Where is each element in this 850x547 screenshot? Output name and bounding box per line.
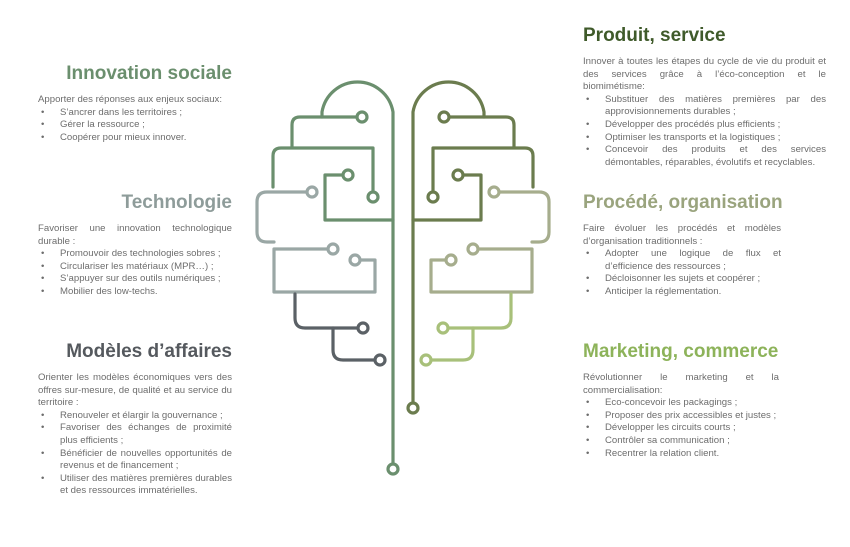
section-title: Procédé, organisation [583, 192, 783, 213]
brain-right-lower-circuits [419, 292, 513, 367]
brain-right-upper-circuits [406, 80, 535, 415]
list-item: Circulariser les matériaux (MPR…) ; [38, 261, 232, 274]
list-item: Bénéficier de nouvelles opportunités de … [38, 448, 232, 473]
section-list: Substituer des matières premières par de… [583, 94, 826, 170]
section-title: Technologie [121, 192, 232, 213]
section-list: S’ancrer dans les territoires ; Gérer la… [38, 107, 232, 145]
section-title: Produit, service [583, 25, 726, 46]
list-item: Décloisonner les sujets et coopérer ; [583, 273, 781, 286]
section-title: Marketing, commerce [583, 341, 779, 362]
section-list: Renouveler et élargir la gouvernance ; F… [38, 410, 232, 498]
list-item: Développer des procédés plus efficients … [583, 119, 826, 132]
list-item: Proposer des prix accessibles et justes … [583, 410, 779, 423]
list-item: Gérer la ressource ; [38, 119, 232, 132]
section-intro: Favoriser une innovation technologique d… [38, 223, 232, 247]
section-intro: Innover à toutes les étapes du cycle de … [583, 56, 826, 93]
brain-left-hemisphere [255, 80, 400, 476]
list-item: Favoriser des échanges de proximité plus… [38, 422, 232, 447]
section-list: Eco-concevoir les packagings ; Proposer … [583, 397, 779, 460]
list-item: Optimiser les transports et la logistiqu… [583, 132, 826, 145]
section-list: Promouvoir des technologies sobres ; Cir… [38, 248, 232, 298]
list-item: Anticiper la réglementation. [583, 286, 781, 299]
list-item: Coopérer pour mieux innover. [38, 132, 232, 145]
section-technologie: Technologie Favoriser une innovation tec… [38, 191, 232, 299]
section-intro: Apporter des réponses aux enjeux sociaux… [38, 94, 222, 105]
list-item: Eco-concevoir les packagings ; [583, 397, 779, 410]
list-item: S’ancrer dans les territoires ; [38, 107, 232, 120]
section-intro: Révolutionner le marketing et la commerc… [583, 372, 779, 396]
list-item: Renouveler et élargir la gouvernance ; [38, 410, 232, 423]
list-item: Mobilier des low-techs. [38, 286, 232, 299]
section-title: Modèles d’affaires [66, 341, 232, 362]
section-title: Innovation sociale [66, 63, 232, 84]
section-innovation-sociale: Innovation sociale Apporter des réponses… [38, 62, 232, 144]
brain-left-middle-circuits [255, 185, 377, 294]
list-item: Contrôler sa communication ; [583, 435, 779, 448]
section-procede-organisation: Procédé, organisation Faire évoluer les … [583, 191, 783, 299]
brain-right-middle-circuits [429, 185, 551, 294]
section-marketing-commerce: Marketing, commerce Révolutionner le mar… [583, 340, 779, 460]
list-item: Recentrer la relation client. [583, 448, 779, 461]
section-produit-service: Produit, service Innover à toutes les ét… [583, 24, 826, 169]
brain-right-hemisphere [406, 80, 551, 415]
list-item: Adopter une logique de flux et d’efficie… [583, 248, 781, 273]
brain-left-lower-circuits [293, 292, 387, 367]
section-intro: Faire évoluer les procédés et modèles d’… [583, 223, 781, 247]
section-list: Adopter une logique de flux et d’efficie… [583, 248, 781, 298]
list-item: Substituer des matières premières par de… [583, 94, 826, 119]
list-item: Développer les circuits courts ; [583, 422, 779, 435]
section-intro: Orienter les modèles économiques vers de… [38, 372, 232, 409]
list-item: Promouvoir des technologies sobres ; [38, 248, 232, 261]
section-modeles-affaires: Modèles d’affaires Orienter les modèles … [38, 340, 232, 498]
list-item: S’appuyer sur des outils numériques ; [38, 273, 232, 286]
list-item: Utiliser des matières premières durables… [38, 473, 232, 498]
list-item: Concevoir des produits et des services d… [583, 144, 826, 169]
brain-left-upper-circuits [271, 80, 400, 476]
